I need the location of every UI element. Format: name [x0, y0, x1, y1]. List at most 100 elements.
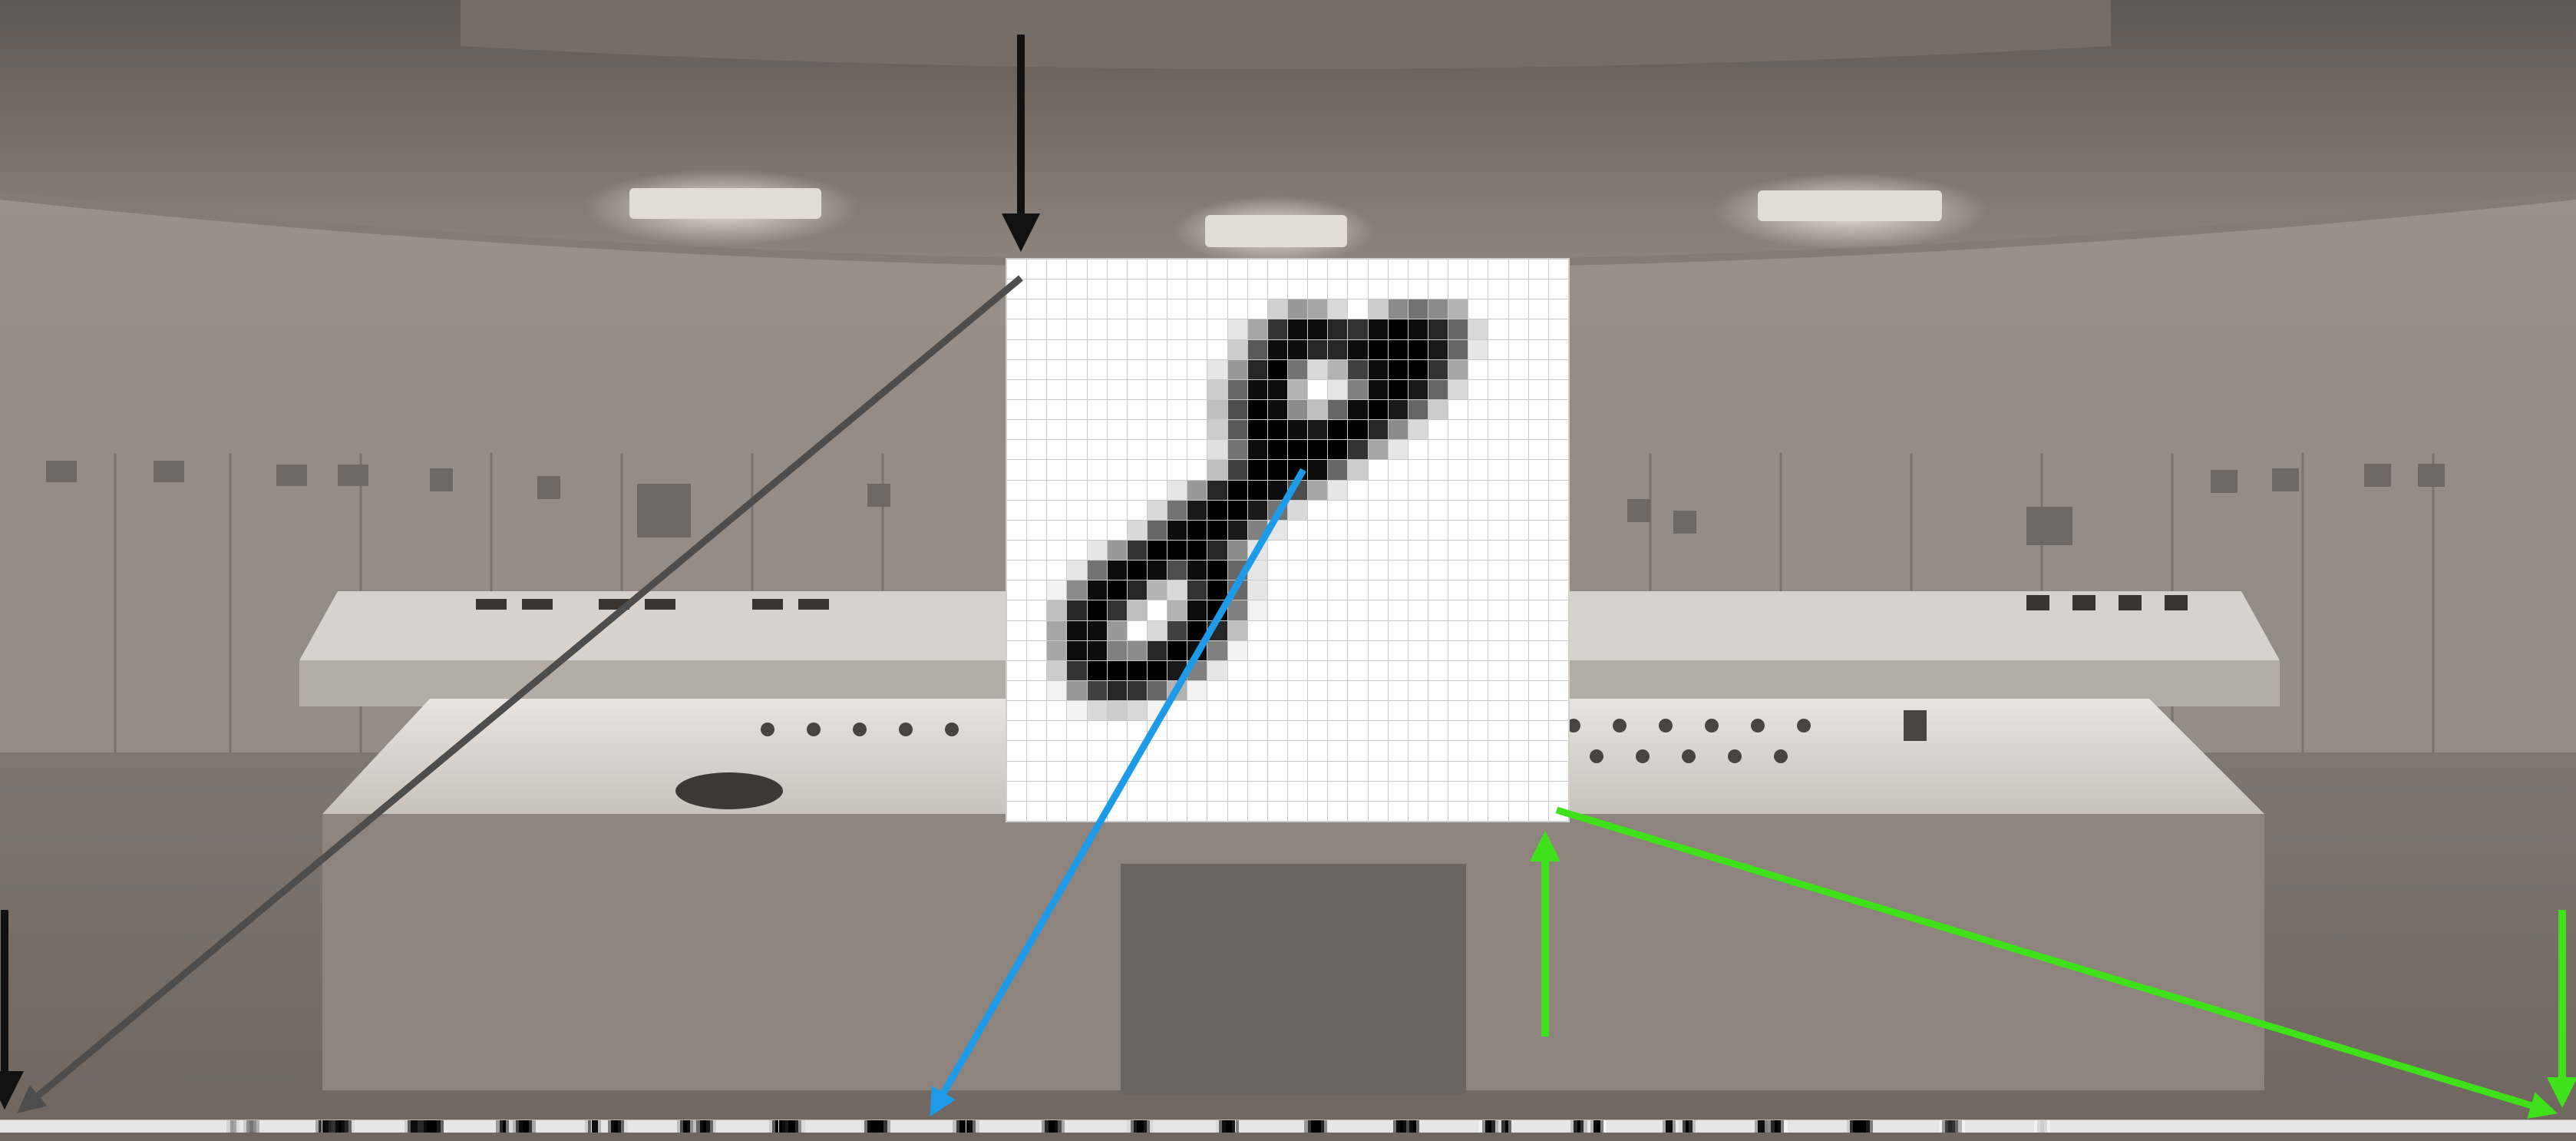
- strip-pixel: [1574, 1120, 1577, 1133]
- pixel-cell: [1308, 500, 1328, 520]
- pixel-cell: [1067, 520, 1087, 540]
- pixel-cell: [1388, 640, 1408, 660]
- pixel-cell: [1448, 540, 1468, 561]
- pixel-cell: [1428, 480, 1448, 500]
- pixel-cell: [1087, 701, 1107, 721]
- flattened-pixel-strip: [0, 1120, 2576, 1133]
- strip-pixel: [966, 1120, 969, 1133]
- strip-pixel: [440, 1120, 444, 1133]
- strip-pixel: [335, 1120, 339, 1133]
- strip-pixel: [532, 1120, 536, 1133]
- strip-pixel: [699, 1120, 704, 1133]
- strip-pixel: [617, 1120, 622, 1133]
- pixel-cell: [1368, 540, 1388, 561]
- pixel-cell: [1488, 500, 1508, 520]
- pixel-cell: [1428, 359, 1448, 379]
- pixel-cell: [1308, 420, 1328, 440]
- strip-pixel: [522, 1120, 526, 1133]
- strip-pixel: [798, 1120, 802, 1133]
- pixel-cell: [1368, 761, 1388, 781]
- strip-pixel: [1761, 1120, 1765, 1133]
- pixel-cell: [1287, 721, 1308, 741]
- pixel-cell: [1287, 801, 1308, 821]
- pixel-cell: [1007, 580, 1027, 600]
- pixel-cell: [1328, 781, 1348, 801]
- strip-pixel: [2043, 1120, 2047, 1133]
- pixel-cell: [1107, 500, 1127, 520]
- strip-pixel: [791, 1120, 795, 1133]
- pixel-cell: [1187, 440, 1207, 460]
- pixel-cell: [1308, 561, 1328, 580]
- strip-pixel: [319, 1120, 322, 1133]
- pixel-cell: [1328, 359, 1348, 379]
- strip-pixel: [1767, 1120, 1772, 1133]
- strip-pixel: [1238, 1120, 1243, 1133]
- pixel-cell: [1408, 640, 1428, 660]
- strip-pixel: [1504, 1120, 1508, 1133]
- strip-pixel: [1689, 1120, 1693, 1133]
- pixel-cell: [1227, 260, 1247, 279]
- pixel-cell: [1348, 480, 1368, 500]
- pixel-cell: [1448, 701, 1468, 721]
- pixel-cell: [1428, 379, 1448, 399]
- strip-pixel: [525, 1120, 530, 1133]
- pixel-cell: [1087, 600, 1107, 620]
- pixel-cell: [1167, 279, 1187, 299]
- pixel-cell: [1107, 741, 1127, 761]
- pixel-cell: [1287, 660, 1308, 680]
- pixel-cell: [1207, 561, 1227, 580]
- pixel-cell: [1388, 801, 1408, 821]
- pixel-cell: [1368, 480, 1388, 500]
- pixel-cell: [1007, 399, 1027, 420]
- pixel-cell: [1408, 580, 1428, 600]
- strip-pixel: [680, 1120, 684, 1133]
- pixel-cell: [1428, 279, 1448, 299]
- pixel-cell: [1087, 359, 1107, 379]
- pixel-cell: [1067, 580, 1087, 600]
- pixel-cell: [1428, 500, 1448, 520]
- strip-pixel: [411, 1120, 414, 1133]
- pixel-cell: [1007, 420, 1027, 440]
- pixel-cell: [1067, 480, 1087, 500]
- pixel-cell: [1087, 420, 1107, 440]
- pixel-cell: [1127, 399, 1147, 420]
- pixel-cell: [1267, 801, 1287, 821]
- pixel-cell: [1227, 781, 1247, 801]
- pixel-cell: [1508, 440, 1528, 460]
- pixel-cell: [1047, 520, 1067, 540]
- strip-pixel: [1415, 1120, 1420, 1133]
- pixel-cell: [1127, 379, 1147, 399]
- pixel-cell: [1548, 761, 1568, 781]
- pixel-cell: [1388, 359, 1408, 379]
- pixel-cell: [1408, 600, 1428, 620]
- pixel-cell: [1087, 741, 1107, 761]
- pixel-cell: [1127, 319, 1147, 339]
- strip-pixel: [591, 1120, 595, 1133]
- strip-pixel: [2033, 1120, 2037, 1133]
- pixel-cell: [1308, 801, 1328, 821]
- pixel-cell: [1127, 580, 1147, 600]
- pixel-cell: [1468, 520, 1488, 540]
- pixel-cell: [1187, 580, 1207, 600]
- pixel-cell: [1267, 279, 1287, 299]
- pixel-cell: [1508, 660, 1528, 680]
- pixel-cell: [1007, 801, 1027, 821]
- pixel-cell: [1528, 260, 1548, 279]
- pixel-cell: [1308, 540, 1328, 561]
- pixel-cell: [1408, 540, 1428, 561]
- pixel-cell: [1448, 680, 1468, 701]
- pixel-cell: [1448, 359, 1468, 379]
- pixel-cell: [1528, 600, 1548, 620]
- pixel-cell: [1267, 420, 1287, 440]
- pixel-cell: [1247, 580, 1267, 600]
- pixel-cell: [1348, 379, 1368, 399]
- pixel-cell: [1147, 721, 1167, 741]
- pixel-cell: [1207, 319, 1227, 339]
- pixel-cell: [1408, 701, 1428, 721]
- strip-pixel: [594, 1120, 599, 1133]
- pixel-cell: [1067, 339, 1087, 359]
- pixel-cell: [1107, 420, 1127, 440]
- pixel-cell: [1267, 500, 1287, 520]
- pixel-cell: [1287, 741, 1308, 761]
- strip-pixel: [890, 1120, 894, 1133]
